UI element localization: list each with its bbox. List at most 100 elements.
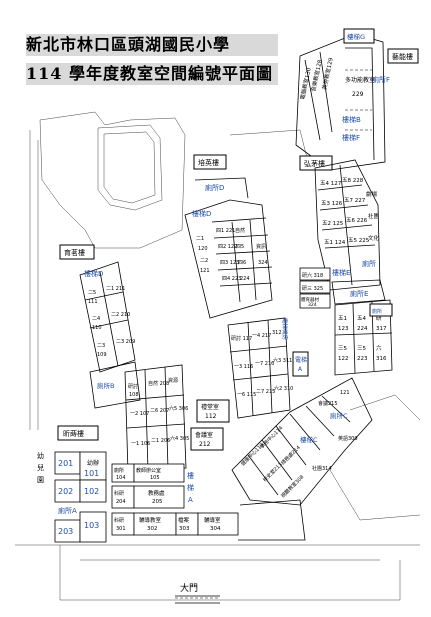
- gate-label: 大門: [180, 582, 198, 594]
- svg-text:301: 301: [116, 526, 126, 532]
- svg-text:研討 117: 研討 117: [231, 335, 252, 342]
- arts-building: 美勞教室129 音樂教室128 電腦教室130 多功能教室 229 廁所F 樓梯…: [295, 28, 390, 171]
- assembly-room-label: 禮堂室: [201, 403, 219, 411]
- svg-text:二1: 二1: [196, 236, 204, 242]
- stair-d-west: 樓梯D: [192, 209, 211, 218]
- toilet-d-east: 廁所: [362, 259, 376, 268]
- svg-text:三5: 三5: [338, 345, 348, 352]
- svg-text:幼辦: 幼辦: [87, 459, 99, 467]
- svg-text:學務中心114: 學務中心114: [258, 425, 284, 451]
- svg-text:六5 306: 六5 306: [169, 405, 188, 412]
- room-theater: 劇場: [366, 190, 378, 198]
- svg-text:輔導教室: 輔導教室: [139, 516, 162, 524]
- svg-text:二7 215: 二7 215: [256, 389, 275, 395]
- svg-text:224: 224: [357, 326, 368, 332]
- svg-text:四6: 四6: [238, 260, 246, 266]
- svg-text:輔導室: 輔導室: [204, 516, 221, 524]
- front-row: 廁所 104 教師辦公室 105 科研 204 教務處 205 科研 301 輔…: [111, 463, 306, 541]
- svg-text:317: 317: [376, 326, 387, 332]
- svg-text:體育器材: 體育器材: [301, 296, 319, 303]
- title-line-1: 新北市林口區頭湖國民小學: [26, 34, 278, 56]
- svg-text:研三 325: 研三 325: [302, 286, 323, 292]
- room-101: [79, 451, 107, 481]
- svg-text:英語309: 英語309: [338, 435, 358, 442]
- svg-text:自然: 自然: [235, 227, 245, 234]
- svg-text:檔案: 檔案: [178, 516, 190, 524]
- svg-text:121: 121: [340, 390, 350, 396]
- meeting-room-label: 會議室: [195, 431, 213, 439]
- svg-text:六2 310: 六2 310: [274, 385, 293, 392]
- svg-text:205: 205: [152, 499, 163, 505]
- svg-text:104: 104: [116, 475, 126, 481]
- svg-text:224: 224: [240, 276, 250, 282]
- kindergarten-label-2: 兒: [37, 463, 44, 472]
- toilet-a: 廁所A: [58, 506, 77, 515]
- svg-text:研討: 研討: [128, 383, 138, 390]
- svg-text:123: 123: [338, 326, 349, 332]
- peiying-label-box: [193, 154, 227, 170]
- svg-text:資訊: 資訊: [256, 243, 266, 250]
- room-club: 社團: [368, 212, 379, 220]
- arts-building-label: 藝能樓: [392, 52, 413, 61]
- svg-text:資源: 資源: [168, 377, 178, 384]
- tingyun-label-box: [57, 425, 99, 441]
- svg-text:科研: 科研: [114, 490, 124, 497]
- svg-text:302: 302: [147, 526, 158, 532]
- multi-purpose-label: 多功能教室: [345, 76, 375, 84]
- room-pe: [299, 293, 331, 309]
- svg-text:120: 120: [198, 246, 208, 252]
- svg-text:視聽教室308: 視聽教室308: [279, 474, 305, 500]
- svg-text:自然 208: 自然 208: [148, 380, 169, 387]
- svg-text:316: 316: [376, 356, 387, 362]
- svg-text:四3 123: 四3 123: [220, 260, 239, 266]
- svg-text:303: 303: [179, 526, 190, 532]
- title-line-2: 114 學年度教室空間編號平面圖: [26, 63, 278, 85]
- svg-text:一7 216: 一7 216: [255, 361, 274, 367]
- yuming-building: 樓梯D 二5 111 二1 211 二4 110 二2 210 二3 109 二…: [79, 261, 141, 409]
- toilet-e: 廁所E: [350, 289, 368, 298]
- svg-text:研六 318: 研六 318: [302, 272, 323, 279]
- svg-text:二1 211: 二1 211: [106, 286, 125, 292]
- svg-text:一4 217: 一4 217: [252, 333, 271, 339]
- toilet-c: 廁所C: [330, 411, 348, 420]
- svg-text:109: 109: [97, 352, 107, 358]
- room-102: [79, 479, 107, 503]
- svg-text:312: 312: [272, 330, 282, 336]
- svg-text:102: 102: [84, 487, 99, 496]
- peiying-building: 廁所D 樓梯D 二1 120 二2 121 四1 221 四2 122 四3 1…: [184, 177, 273, 319]
- svg-text:二5: 二5: [88, 290, 96, 296]
- svg-text:201: 201: [58, 459, 73, 468]
- svg-text:四2 122: 四2 122: [218, 244, 237, 250]
- stair-e: 樓梯E: [332, 268, 350, 277]
- kindergarten-block: 201 202 203 幼辦 101 102 103 廁所A: [54, 451, 107, 543]
- svg-text:二2: 二2: [200, 258, 208, 264]
- svg-text:二1 206: 二1 206: [151, 438, 170, 444]
- svg-text:社團314: 社團314: [312, 465, 332, 472]
- room-127: 五4 127: [320, 180, 342, 187]
- svg-text:研: 研: [376, 315, 382, 322]
- hongmao-middle: 研六 318 研三 325 體育器材 324 廁所E 五1 123 五4 224…: [299, 267, 393, 376]
- svg-text:四1 221: 四1 221: [216, 228, 235, 234]
- svg-text:111: 111: [88, 299, 98, 305]
- svg-text:一2 107: 一2 107: [130, 411, 149, 417]
- stair-a-2: 梯: [187, 483, 194, 492]
- stair-c: 樓梯C: [300, 435, 318, 444]
- stair-d: 樓梯D: [84, 269, 103, 278]
- west-lower-building: 研討 108 自然 208 資源 一2 107 二6 207 六5 306 一1…: [124, 364, 189, 473]
- stair-b: 樓梯B: [342, 115, 361, 124]
- toilet-small: 廁所: [372, 308, 382, 315]
- room-103: [79, 511, 107, 543]
- svg-text:教務處: 教務處: [148, 489, 165, 497]
- room-228: 五8 228: [342, 177, 364, 184]
- svg-text:202: 202: [58, 487, 73, 496]
- room-culture: 文化: [368, 234, 380, 242]
- svg-text:科研: 科研: [114, 517, 124, 524]
- svg-text:101: 101: [84, 469, 99, 478]
- hongmao-building: 五4 127 五8 228 五3 126 五7 227 五2 125 五6 22…: [314, 159, 381, 291]
- toilet-d: 廁所D: [205, 183, 224, 192]
- peiying-label: 培英樓: [198, 158, 219, 167]
- svg-text:教師辦公室: 教師辦公室: [136, 467, 161, 474]
- svg-text:204: 204: [116, 499, 126, 505]
- svg-text:110: 110: [92, 325, 102, 331]
- stair-a-1: 樓: [187, 471, 194, 480]
